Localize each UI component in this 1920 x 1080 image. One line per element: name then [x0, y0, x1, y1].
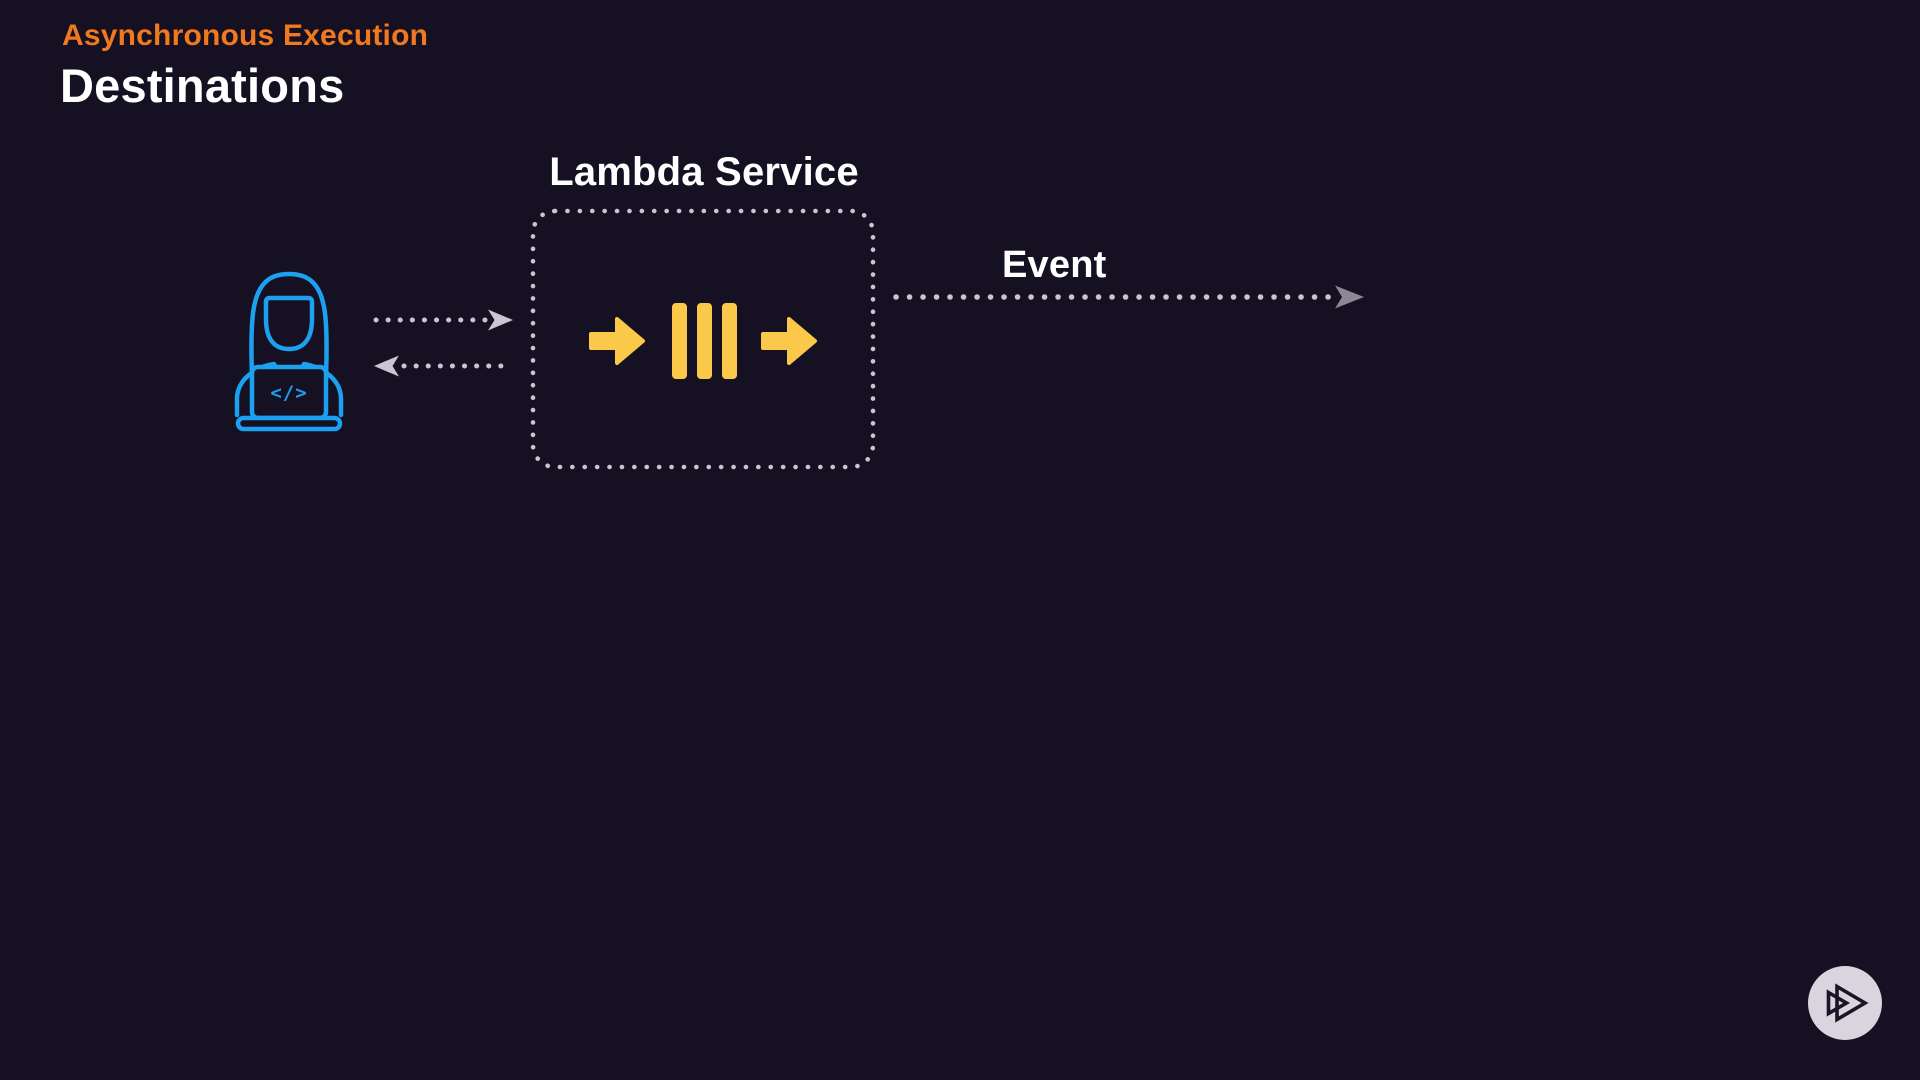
- laptop-base: [235, 415, 343, 432]
- lambda-service-box: [530, 208, 876, 470]
- request-arrow-icon: [373, 309, 513, 331]
- queue-bar: [672, 303, 687, 379]
- queue-bar: [722, 303, 737, 379]
- queue-out-arrow-icon: [761, 317, 817, 365]
- pluralsight-logo-icon: [1808, 966, 1882, 1040]
- event-label: Event: [1002, 244, 1107, 286]
- face-outline: [263, 295, 315, 352]
- queue-in-arrow-icon: [589, 317, 645, 365]
- async-queue-icon: [589, 303, 817, 379]
- response-arrow-icon: [374, 355, 509, 377]
- lambda-service-label: Lambda Service: [549, 150, 859, 194]
- slide-title: Destinations: [60, 59, 345, 112]
- event-arrow-icon: [893, 285, 1364, 309]
- queue-bar: [697, 303, 712, 379]
- hair-outline: [249, 271, 329, 418]
- lesson-kicker: Asynchronous Execution: [62, 19, 429, 52]
- developer-with-laptop-icon: </>: [234, 271, 344, 432]
- code-glyph: </>: [270, 382, 307, 404]
